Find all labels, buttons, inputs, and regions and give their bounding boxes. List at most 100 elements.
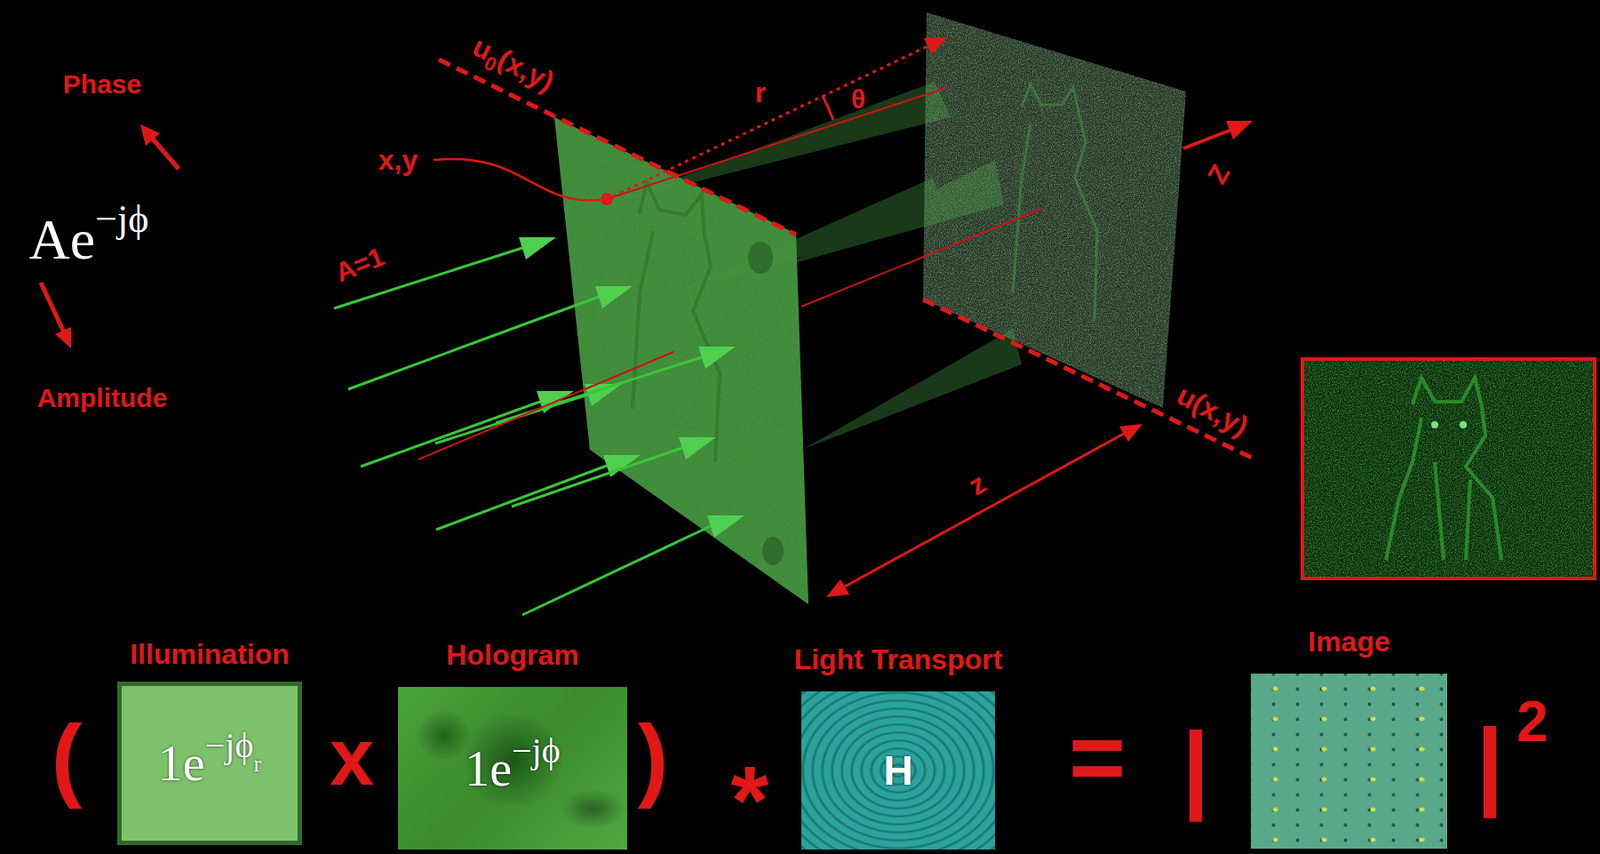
- label-group: |: [1476, 713, 1505, 812]
- distance-label: z: [963, 468, 991, 501]
- label-group: =: [1068, 708, 1126, 806]
- red-rays: [418, 87, 1042, 460]
- plane-label: (x,y): [493, 44, 559, 96]
- light-cone: [803, 328, 1022, 449]
- transfer-symbol: H: [883, 749, 913, 791]
- operator: (: [51, 710, 83, 804]
- label-group: A=1: [331, 243, 388, 287]
- operator: |: [1182, 716, 1210, 815]
- point-label: x,y: [378, 145, 418, 175]
- operator: =: [1068, 708, 1126, 806]
- plane-texture: [554, 117, 809, 605]
- label-group: Amplitude: [37, 384, 168, 412]
- cone-head: [698, 346, 736, 369]
- light-cone: [781, 159, 1004, 267]
- math-term: −jϕ: [205, 727, 255, 764]
- equation-box: Illumination1e−jϕr: [117, 681, 303, 845]
- inset-ground: [1302, 358, 1595, 579]
- ray: [511, 447, 683, 507]
- term-row: 1e−jϕ: [464, 743, 561, 794]
- image-plane-edge: [923, 299, 1256, 460]
- angle-ray: [606, 87, 949, 200]
- inset-frame: [1302, 358, 1595, 579]
- ray: [418, 351, 674, 460]
- angle-arc: [822, 95, 834, 120]
- inset-image: [1302, 358, 1595, 579]
- label-group: x,y: [378, 145, 418, 175]
- section-heading: Image: [1307, 626, 1390, 658]
- math-term: −jϕ: [511, 732, 561, 769]
- operator: *: [731, 750, 770, 849]
- arrow-head: [140, 124, 160, 146]
- label-group: u(x,y): [1172, 380, 1253, 441]
- equation-box: Hologram1e−jϕ: [398, 686, 628, 850]
- axis-label: Phase: [63, 71, 142, 98]
- math-term: 1e: [464, 743, 512, 794]
- cone-head: [678, 437, 717, 460]
- arrow-head: [1225, 120, 1253, 140]
- phase-arrow: [140, 124, 179, 169]
- math-term: r: [253, 752, 262, 776]
- axis-label: Amplitude: [37, 384, 168, 412]
- wolf-eye: [1459, 421, 1467, 429]
- label-group: |: [1182, 716, 1210, 815]
- arrow-head: [923, 37, 948, 55]
- math-term: 1e: [158, 738, 206, 789]
- ray: [360, 401, 541, 467]
- label-group: *: [731, 750, 770, 849]
- phasor-term: Ae: [29, 211, 96, 269]
- illumination-arrows: [334, 237, 745, 615]
- phasor-term: −jϕ: [95, 199, 149, 239]
- cone-head: [707, 515, 745, 538]
- plane-label: u(x,y): [1172, 380, 1253, 441]
- operator: ): [637, 710, 669, 804]
- source-point: [600, 192, 613, 206]
- distance-label: r: [755, 78, 766, 107]
- label-group: Z: [1202, 160, 1234, 189]
- wolf-silhouette: [632, 182, 720, 462]
- label-group: r: [755, 78, 766, 107]
- ray: [348, 296, 599, 390]
- blob: [748, 241, 773, 274]
- operator: x: [329, 716, 375, 797]
- plane: [554, 117, 809, 605]
- label-group: u0(x,y): [468, 31, 558, 97]
- label-group: Ae−jϕ: [29, 211, 150, 269]
- distance-arrow: [844, 433, 1124, 587]
- cone-head: [595, 286, 633, 309]
- arrow-shaft: [151, 136, 179, 169]
- arrow-shaft: [40, 282, 64, 333]
- label-group: ): [637, 710, 669, 804]
- wolf-silhouette: [1385, 377, 1502, 560]
- ray: [436, 465, 607, 530]
- section-heading: Light Transport: [794, 644, 1003, 676]
- equation-box: Light TransportH: [801, 691, 996, 850]
- arrow-head: [55, 326, 72, 349]
- axis-label: Z: [1202, 160, 1234, 189]
- section-heading: Hologram: [445, 639, 579, 671]
- operator: |: [1476, 713, 1505, 812]
- ray: [522, 525, 711, 615]
- angle-label: θ: [851, 86, 866, 113]
- wolf-eye: [1431, 421, 1439, 429]
- amplitude-arrow: [40, 282, 72, 349]
- section-heading: Illumination: [129, 638, 290, 670]
- source-plane-edge: [438, 59, 797, 235]
- ray: [801, 208, 1042, 307]
- label-group: 2: [1516, 692, 1549, 750]
- distance-arrow: [612, 46, 928, 197]
- exponent: 2: [1516, 692, 1549, 750]
- label-group: θ: [851, 86, 866, 113]
- inset-texture: [1302, 358, 1595, 579]
- arrow-head: [826, 579, 850, 598]
- leader-line: [433, 159, 601, 201]
- label-group: Phase: [63, 71, 142, 98]
- term-row: 1e−jϕr: [158, 738, 262, 789]
- cone-head: [518, 237, 557, 260]
- wolf-silhouette: [1012, 84, 1098, 320]
- blob: [762, 536, 784, 566]
- amplitude-label: A=1: [331, 243, 388, 287]
- label-group: x: [329, 716, 375, 797]
